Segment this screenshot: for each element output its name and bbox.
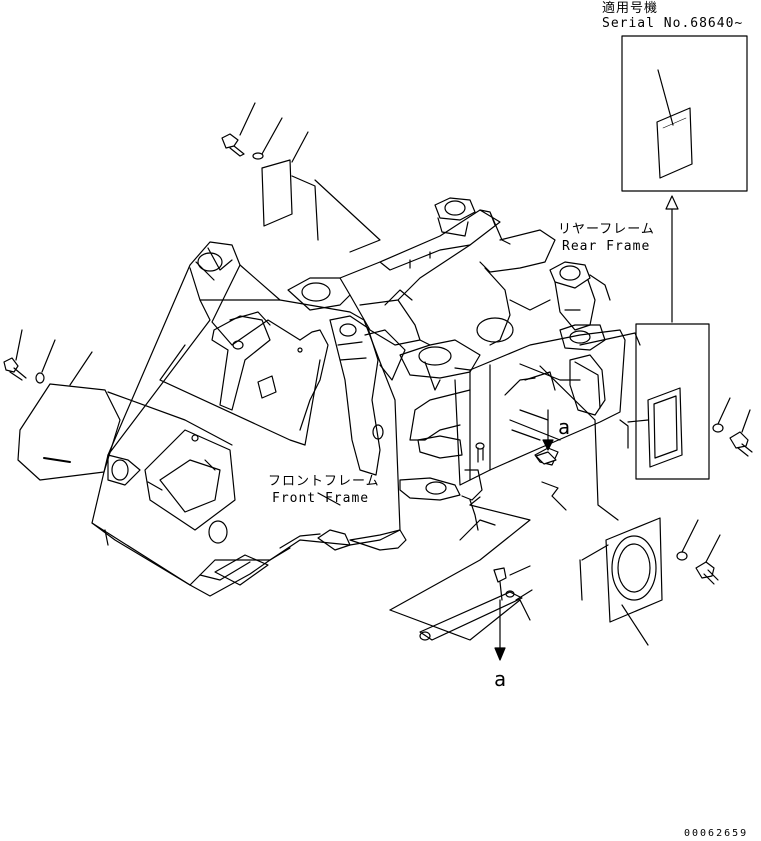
rear-frame-label-jp: リヤーフレーム bbox=[558, 222, 655, 237]
view-mark-lower: a bbox=[494, 667, 507, 691]
right-inset-box bbox=[619, 323, 710, 480]
rear-cover-assembly bbox=[539, 332, 753, 646]
ground-plate-assembly bbox=[389, 409, 567, 661]
front-frame bbox=[91, 241, 407, 597]
front-frame-leader bbox=[317, 492, 341, 506]
rear-frame-label-en: Rear Frame bbox=[562, 239, 651, 254]
top-cover-assembly bbox=[221, 102, 381, 253]
view-mark-upper: a bbox=[558, 415, 571, 439]
rear-frame bbox=[287, 197, 626, 531]
front-frame-label-en: Front Frame bbox=[272, 491, 370, 506]
arrow-to-inset bbox=[665, 195, 679, 323]
drawing-number: 00062659 bbox=[684, 828, 749, 839]
serial-label-jp: 適用号機 bbox=[602, 1, 659, 16]
serial-label-en: Serial No.68640~ bbox=[602, 16, 744, 31]
serial-inset-box bbox=[621, 35, 748, 192]
front-frame-label-jp: フロントフレーム bbox=[268, 474, 380, 489]
